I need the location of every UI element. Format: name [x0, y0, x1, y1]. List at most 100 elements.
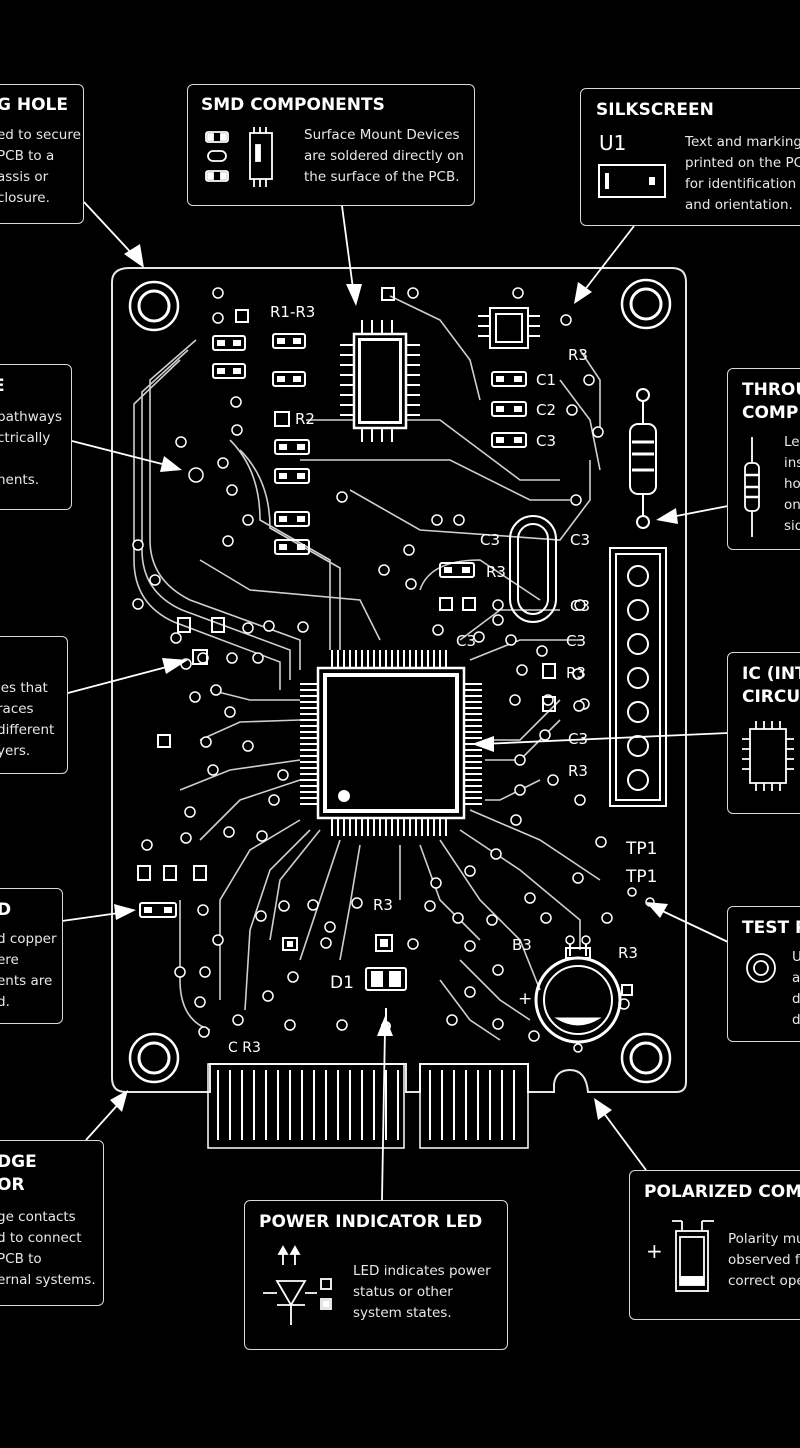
callout-title: G HOLE: [0, 95, 68, 115]
silkscreen-icon: [598, 164, 666, 198]
callout-polarized: POLARIZED COM + Polarity mu observed fo …: [629, 1170, 800, 1320]
board-outline: [111, 267, 687, 1093]
callout-line: printed on the PC: [685, 155, 800, 171]
callout-line: nents.: [0, 472, 40, 488]
label-r1r3: R1-R3: [270, 303, 315, 321]
test-point-icon: [746, 953, 776, 983]
callout-line: d: [792, 991, 800, 1007]
callout-line: ernal systems.: [0, 1272, 96, 1288]
callout-line: correct ope: [728, 1273, 800, 1289]
label-c-r3: C R3: [228, 1040, 261, 1056]
callout-line: races: [0, 701, 34, 717]
callout-title: D: [0, 899, 11, 922]
callout-silkscreen: SILKSCREEN U1 Text and marking printed o…: [580, 88, 800, 226]
silkscreen-icon-label: U1: [599, 131, 627, 155]
callout-title: IC (INT: [742, 664, 800, 684]
callout-line: d.: [0, 994, 10, 1010]
callout-line: and orientation.: [685, 197, 793, 213]
callout-through-hole: THROU COMP Lea ins ho on sid: [727, 368, 800, 550]
callout-title: SMD COMPONENTS: [201, 95, 385, 115]
callout-title: THROU: [742, 380, 800, 400]
callout-line: d: [792, 1012, 800, 1028]
label-r3-e: R3: [566, 664, 586, 682]
callout-line: les that: [0, 680, 48, 696]
callout-desc: Surface Mount Devices are soldered direc…: [304, 127, 464, 185]
callout-line: for identification: [685, 176, 797, 192]
callout-line: d copper: [0, 931, 57, 947]
callout-line: U: [792, 947, 800, 968]
main-ic: [300, 650, 482, 836]
callout-line: on: [784, 497, 800, 513]
callout-mounting-hole: G HOLE ed to secure PCB to a assis or cl…: [0, 84, 84, 224]
label-r3-top: R3: [568, 346, 588, 364]
led-icon: [263, 1245, 332, 1325]
callout-line: Polarity mu: [728, 1231, 800, 1247]
label-c3: C3: [536, 432, 556, 450]
callout-line: LED indicates power: [353, 1263, 491, 1279]
callout-vias: les that races different yers.: [0, 636, 68, 774]
callout-test-point: TEST P U a d d: [727, 906, 800, 1042]
callout-traces: E pathways ctrically nents.: [0, 364, 72, 510]
soic-chip: [478, 307, 540, 349]
callout-pads: D d copper ere ents are d.: [0, 888, 63, 1024]
pad-fills: [144, 338, 522, 947]
silkscreen-labels: R1-R3 R3 C1 C2 C3 R2 C3 C3 R3 C3 C3 C3 R…: [228, 303, 657, 1056]
label-tp1: TP1: [625, 839, 657, 859]
callout-ic: IC (INT CIRCU: [727, 652, 800, 814]
electrolytic-capacitor: [534, 935, 622, 1053]
callout-line: observed fo: [728, 1252, 800, 1268]
label-r3-cap: R3: [618, 944, 638, 962]
label-plus: +: [518, 989, 532, 1009]
mounting-holes: [128, 278, 672, 1084]
callout-line: ere: [0, 952, 19, 968]
callout-title: POWER INDICATOR LED: [259, 1212, 483, 1232]
leader-lines: [61, 201, 729, 1201]
callout-title: CIRCU: [742, 687, 800, 707]
smd-pads: [137, 287, 633, 996]
label-c3-e: C3: [566, 632, 586, 650]
label-c3-c: C3: [570, 597, 590, 615]
label-c3-d: C3: [456, 632, 476, 650]
callout-line: Lea: [784, 434, 800, 450]
callout-smd-components: SMD COMPONENTS Surface Mount Devices are…: [187, 84, 475, 206]
label-c2: C2: [536, 401, 556, 419]
label-c3-b: C3: [570, 531, 590, 549]
callout-line: ents are: [0, 973, 53, 989]
callout-title: POLARIZED COM: [644, 1182, 800, 1202]
callout-title: COMP: [742, 403, 799, 423]
callout-edge-connector: DGE OR ge contacts d to connect PCB to e…: [0, 1140, 104, 1306]
edge-connector-fingers: [207, 1063, 529, 1149]
callout-line: pathways: [0, 409, 63, 425]
callout-line: status or other: [353, 1284, 453, 1300]
callout-line: Text and marking: [685, 134, 800, 150]
callout-line: ho: [784, 476, 800, 492]
callout-line: a: [792, 970, 800, 986]
crystal: [509, 515, 557, 623]
callout-line: ge contacts: [0, 1209, 76, 1225]
through-hole-icon: [744, 437, 760, 537]
pin-header: [609, 547, 667, 807]
smd-icon: [205, 127, 273, 187]
label-d1: D1: [330, 973, 354, 993]
callout-line: ins: [784, 455, 800, 471]
label-r3-f: R3: [568, 762, 588, 780]
label-c3-a: C3: [480, 531, 500, 549]
through-hole-resistor: [629, 388, 657, 529]
label-r2: R2: [295, 410, 315, 428]
callout-title: DGE: [0, 1152, 37, 1172]
callout-line: sid: [784, 518, 800, 534]
callout-line: different: [0, 722, 55, 738]
callout-line: ed to secure: [0, 127, 81, 143]
callout-line: assis or: [0, 169, 49, 185]
label-b3: B3: [512, 936, 532, 954]
label-r3-mid: R3: [486, 563, 506, 581]
label-r3-bot: R3: [373, 896, 393, 914]
callout-title: OR: [0, 1175, 25, 1195]
callout-line: closure.: [0, 190, 50, 206]
callout-title: TEST P: [742, 918, 800, 938]
polarized-capacitor-icon: [672, 1220, 714, 1292]
callout-line: PCB to: [0, 1251, 42, 1267]
callout-title: SILKSCREEN: [596, 100, 714, 120]
arrow-heads: [110, 244, 678, 1120]
